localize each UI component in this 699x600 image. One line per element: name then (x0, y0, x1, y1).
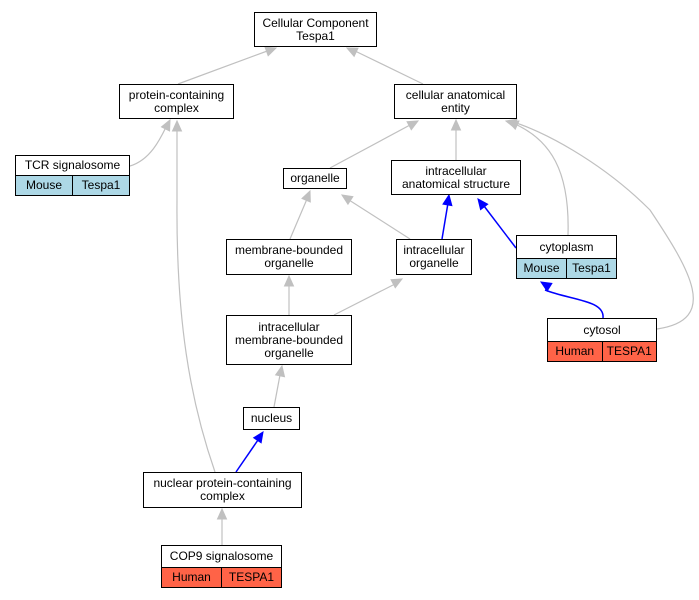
edge-cytosol-to-cytoplasm (544, 289, 604, 319)
node-cop9-signalosome[interactable]: COP9 signalosome Human TESPA1 (161, 545, 282, 588)
node-cytosol[interactable]: cytosol Human TESPA1 (547, 318, 657, 362)
node-tcr-signalosome[interactable]: TCR signalosome Mouse Tespa1 (15, 155, 130, 196)
node-label: organelle (264, 256, 314, 270)
edge-mbo-to-organelle (289, 198, 308, 240)
edge-pcc-to-root-arrowhead (264, 46, 278, 57)
edge-nucleus-to-imbo (273, 374, 281, 408)
node-intracellular-membrane-bounded-organelle[interactable]: intracellular membrane-bounded organelle (226, 315, 352, 365)
edge-cae-to-root-arrowhead (345, 47, 359, 58)
edge-cytoplasm-to-cae (514, 123, 569, 236)
node-membrane-bounded-organelle[interactable]: membrane-bounded organelle (226, 239, 352, 275)
edge-io-to-ias (441, 202, 449, 240)
edge-nucleus-to-imbo-arrowhead (274, 364, 286, 378)
gene-cell: Tespa1 (566, 259, 616, 278)
node-label: cytoplasm (517, 236, 616, 259)
species-cell: Mouse (16, 176, 72, 195)
edge-tcr-to-pcc-arrowhead (160, 118, 171, 132)
edge-tcr-to-pcc (129, 122, 169, 167)
gene-cell: TESPA1 (221, 568, 281, 587)
species-cell: Human (162, 568, 221, 587)
node-label: protein-containing (128, 87, 225, 102)
edge-cytoplasm-to-ias (483, 205, 517, 249)
node-label: organelle (264, 345, 314, 360)
node-nucleus[interactable]: nucleus (243, 407, 300, 430)
node-label: organelle (290, 171, 340, 185)
edge-npcc-to-pcc (176, 130, 216, 473)
node-intracellular-organelle[interactable]: intracellular organelle (396, 239, 472, 275)
edge-mbo-to-organelle-arrowhead (301, 189, 311, 203)
edge-cytosol-to-cae-arrowhead (504, 118, 518, 129)
node-label: complex (154, 100, 199, 115)
node-label: intracellular (403, 243, 465, 257)
node-label: entity (441, 100, 470, 115)
node-organelle[interactable]: organelle (283, 168, 347, 189)
node-label: intracellular (258, 319, 320, 334)
edge-ias-to-cae-arrowhead (450, 118, 462, 131)
node-protein-containing-complex[interactable]: protein-containing complex (119, 84, 234, 119)
edge-cytosol-to-cytoplasm-arrowhead (539, 281, 553, 293)
node-label: COP9 signalosome (162, 546, 281, 568)
edge-imbo-to-io-arrowhead (390, 278, 404, 289)
gene-cell: Tespa1 (72, 176, 129, 195)
edge-cytosol-to-cae (512, 121, 694, 330)
edge-io-to-organelle-arrowhead (340, 194, 354, 206)
node-label: membrane-bounded (234, 243, 344, 257)
edge-cytoplasm-to-ias-arrowhead (477, 198, 489, 211)
edge-io-to-ias-arrowhead (442, 193, 453, 207)
edge-imbo-to-io (333, 283, 396, 316)
node-nuclear-protein-containing-complex[interactable]: nuclear protein-containing complex (143, 472, 302, 508)
node-label: nucleus (250, 411, 293, 425)
node-intracellular-anatomical-structure[interactable]: intracellular anatomical structure (391, 160, 521, 195)
species-cell: Human (548, 342, 602, 361)
edge-imbo-to-mbo-arrowhead (283, 274, 295, 287)
node-cytoplasm[interactable]: cytoplasm Mouse Tespa1 (516, 235, 617, 279)
edge-npcc-to-nucleus-arrowhead (252, 430, 264, 444)
node-label: complex (200, 489, 245, 503)
node-label: cellular anatomical (405, 87, 506, 102)
node-label: cytosol (548, 319, 656, 342)
node-label: intracellular (425, 163, 487, 178)
edge-organelle-to-cae-arrowhead (406, 120, 420, 131)
edge-cop9-to-npcc-arrowhead (216, 507, 228, 520)
node-label: organelle (409, 256, 459, 270)
gene-cell: TESPA1 (601, 342, 656, 361)
edge-cae-to-root (352, 49, 424, 85)
node-label: Cellular Component (262, 15, 369, 30)
node-label: TCR signalosome (16, 156, 129, 176)
node-label: anatomical structure (401, 176, 511, 191)
node-label: membrane-bounded (234, 332, 344, 347)
species-cell: Mouse (517, 259, 566, 278)
node-label: Tespa1 (296, 28, 335, 43)
edge-npcc-to-nucleus (235, 439, 259, 473)
node-label: nuclear protein-containing (153, 476, 292, 490)
edge-npcc-to-pcc-arrowhead (171, 119, 183, 132)
edge-pcc-to-root (177, 49, 271, 85)
node-cellular-component[interactable]: Cellular Component Tespa1 (254, 12, 377, 47)
edge-io-to-organelle (348, 199, 411, 240)
edge-organelle-to-cae (329, 124, 411, 169)
node-cellular-anatomical-entity[interactable]: cellular anatomical entity (394, 84, 517, 119)
